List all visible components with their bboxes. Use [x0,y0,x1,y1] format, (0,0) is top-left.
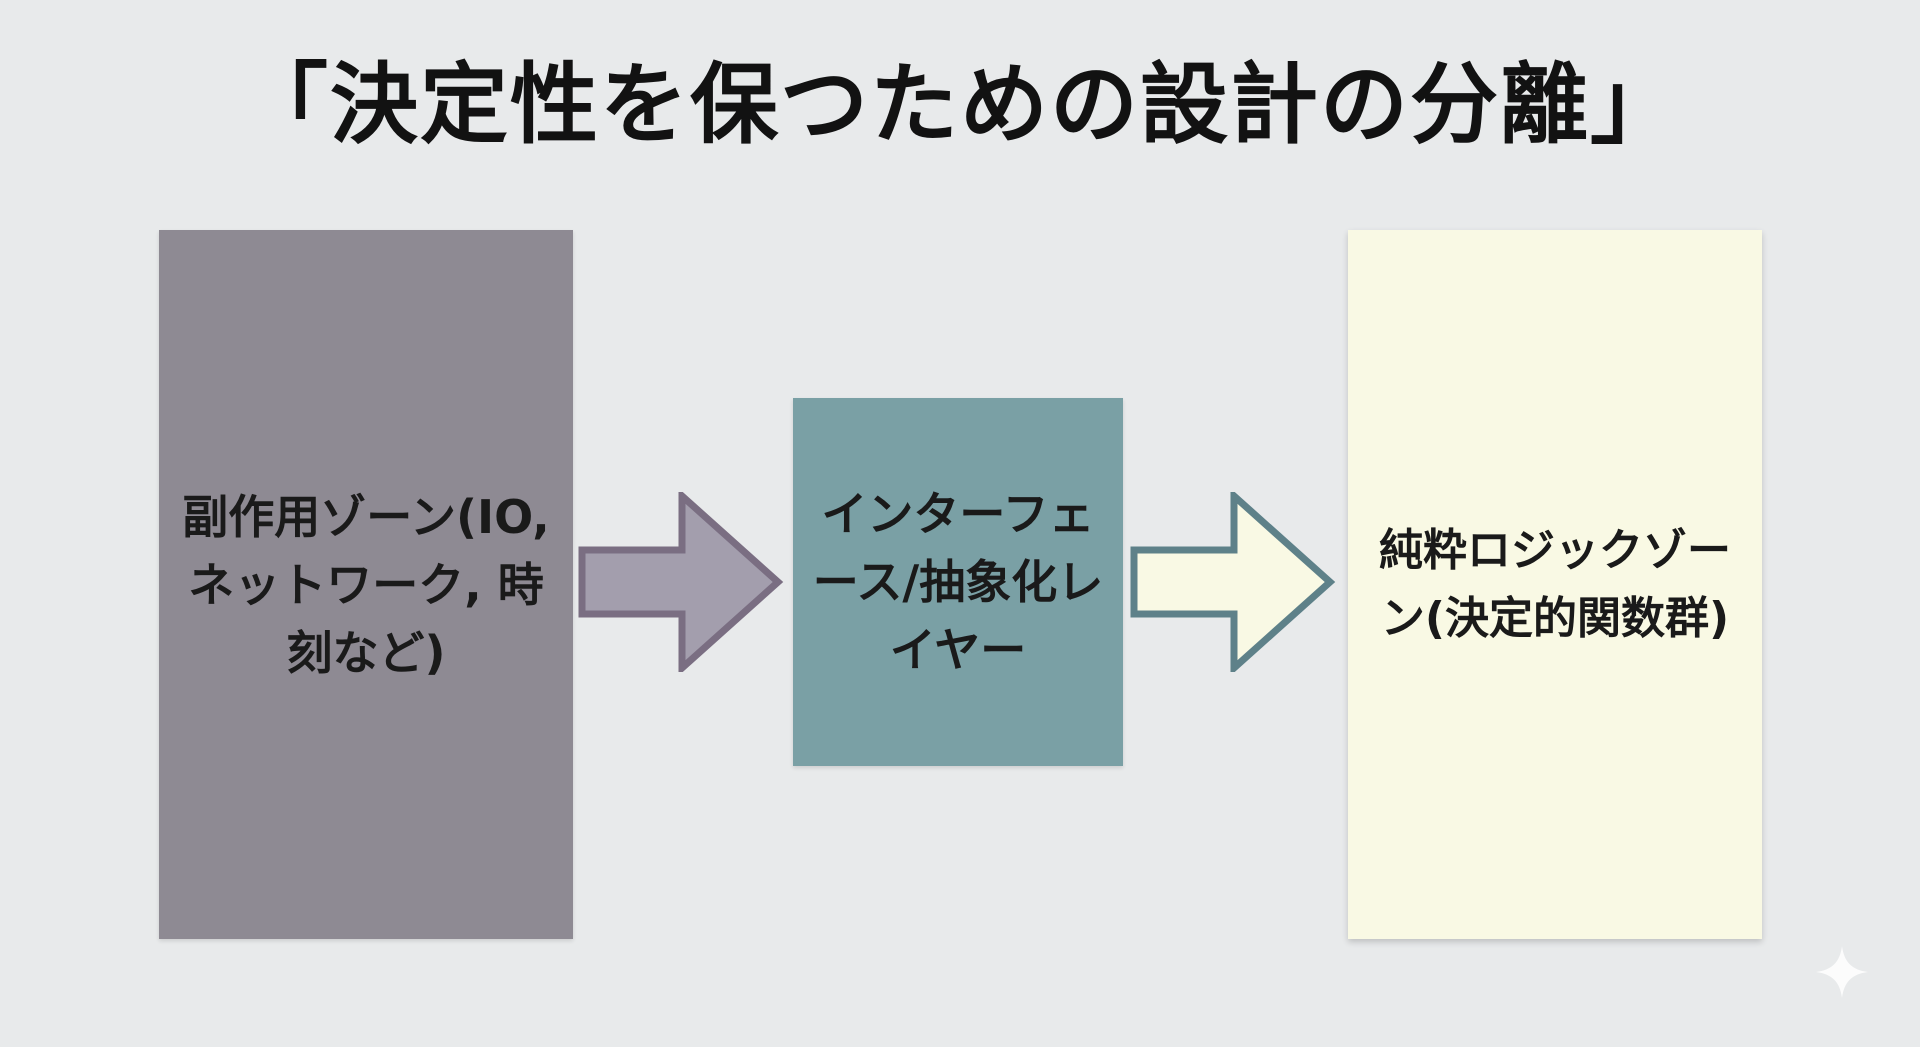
interface-layer-box: インターフェース/抽象化レイヤー [793,398,1123,766]
arrow-to-interface-icon [578,492,784,672]
side-effect-zone-box: 副作用ゾーン(IO, ネットワーク, 時刻など) [159,230,573,939]
interface-layer-label: インターフェース/抽象化レイヤー [812,487,1104,677]
side-effect-zone-label: 副作用ゾーン(IO, ネットワーク, 時刻など) [182,489,550,680]
pure-logic-zone-box: 純粋ロジックゾーン(決定的関数群) [1348,230,1762,939]
arrow-to-pure-zone-icon [1130,492,1336,672]
slide-title: 「決定性を保つための設計の分離」 [239,53,1680,156]
pure-logic-zone-label: 純粋ロジックゾーン(決定的関数群) [1379,524,1731,644]
sparkle-icon [1816,946,1868,998]
